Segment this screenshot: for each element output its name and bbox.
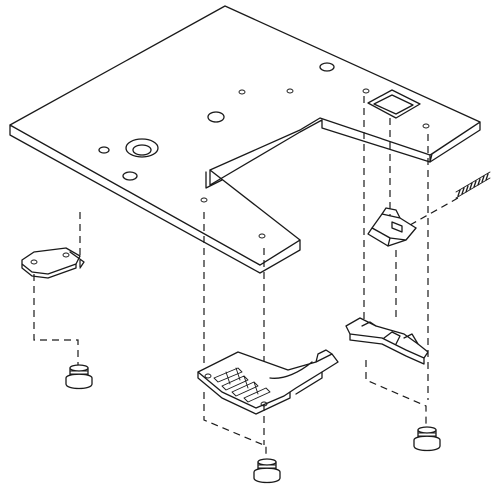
plate-hole [122,171,138,181]
screw [65,364,93,390]
needle-plate [9,5,481,274]
screw-hole [258,233,266,239]
plate-hole [319,62,335,72]
slide-holder [345,317,429,365]
comb-slots [213,367,271,403]
screw [413,426,441,452]
screw [253,458,281,484]
feed-cover-plate [21,247,85,279]
slide-window [367,89,421,119]
screw-hole [362,88,370,94]
screw-hole [200,197,208,203]
plate-hole [98,146,110,154]
screw-hole [286,88,294,94]
compression-spring [455,171,491,199]
screw-hole [238,89,246,95]
assembly-lines [33,96,459,460]
needle-hole [125,138,159,158]
needle-plate-base [197,349,339,415]
plate-hole [207,111,225,123]
screw-hole [422,123,430,129]
slide-button [367,207,417,247]
